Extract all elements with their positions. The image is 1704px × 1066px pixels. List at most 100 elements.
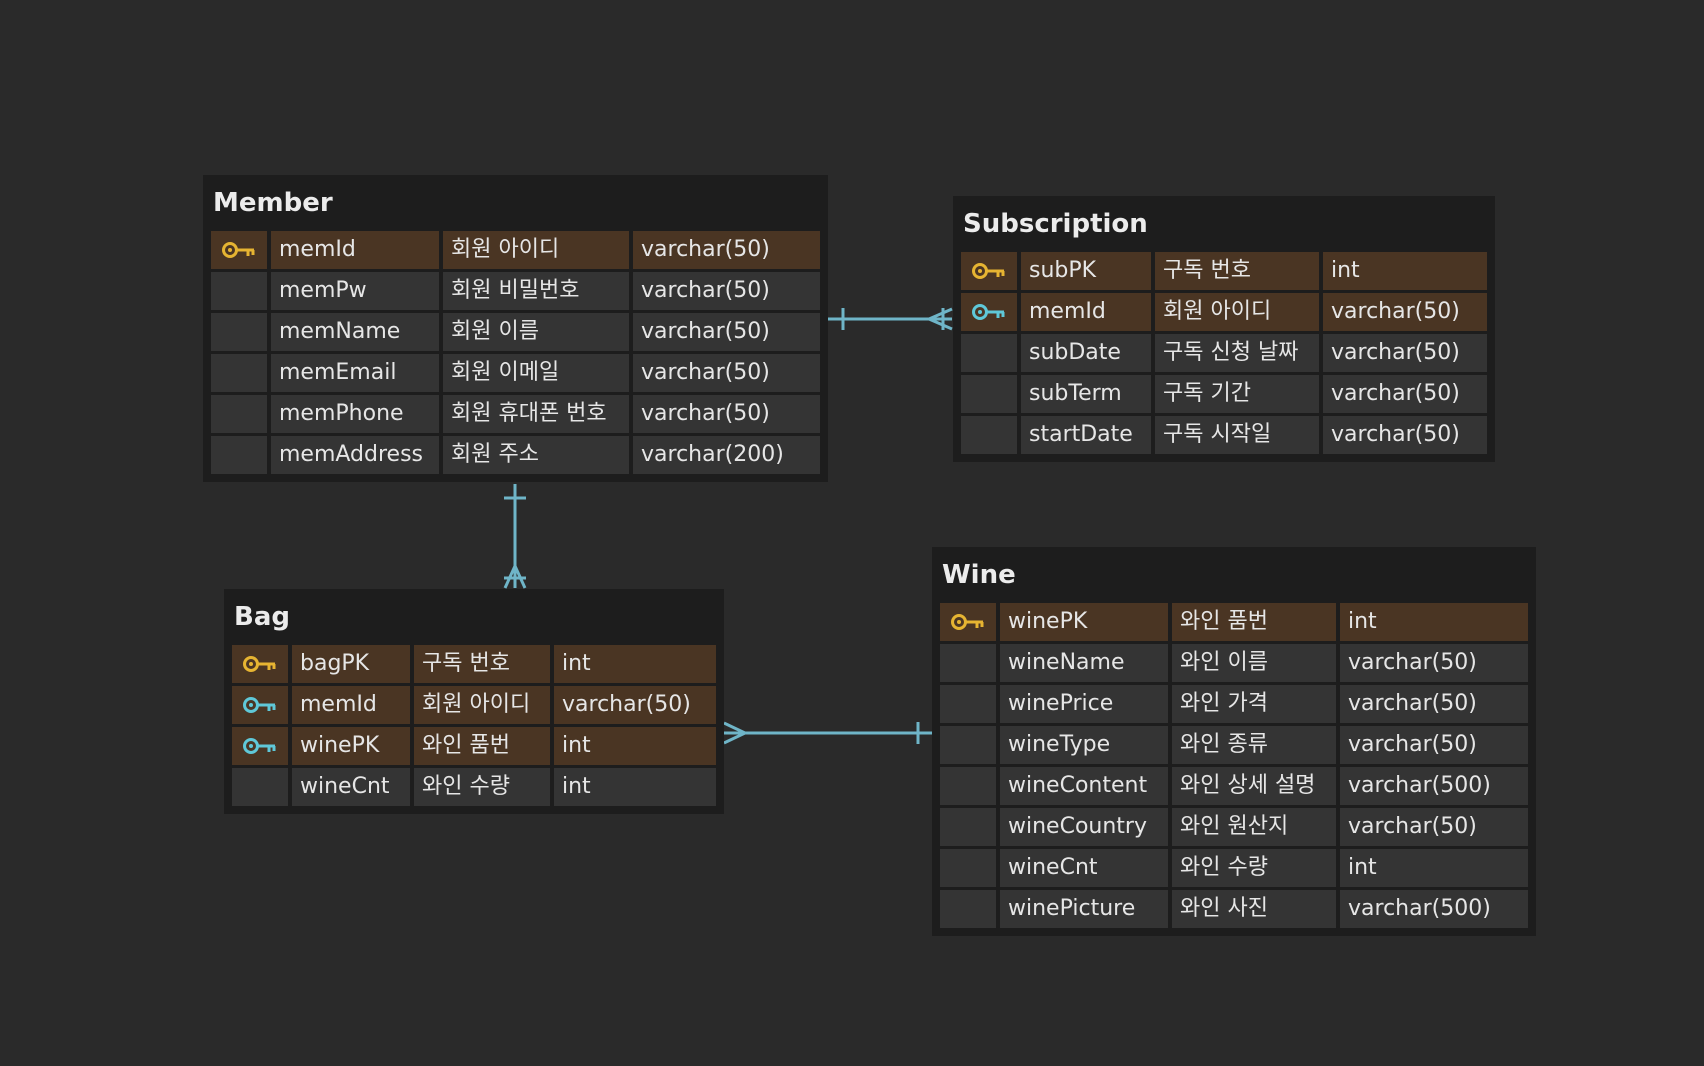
- key-cell: [232, 645, 288, 683]
- column-comment: 와인 원산지: [1172, 808, 1336, 846]
- column-name: wineCountry: [1000, 808, 1168, 846]
- column-name: wineCnt: [292, 768, 410, 806]
- column-comment: 구독 신청 날짜: [1155, 334, 1319, 372]
- column-name: memId: [1021, 293, 1151, 331]
- column-type: varchar(50): [633, 395, 820, 433]
- column-comment: 회원 아이디: [414, 686, 550, 724]
- column-type: varchar(50): [1323, 416, 1487, 454]
- column-name: startDate: [1021, 416, 1151, 454]
- key-cell: [940, 644, 996, 682]
- column-type: int: [554, 768, 716, 806]
- key-cell: [940, 890, 996, 928]
- column-type: int: [1340, 849, 1528, 887]
- column-type: varchar(50): [633, 231, 820, 269]
- column-name: winePrice: [1000, 685, 1168, 723]
- column-comment: 와인 품번: [1172, 603, 1336, 641]
- primary-key-icon: [242, 653, 278, 675]
- column-comment: 와인 상세 설명: [1172, 767, 1336, 805]
- key-cell: [940, 808, 996, 846]
- key-cell: [232, 686, 288, 724]
- column-name: memId: [292, 686, 410, 724]
- column-comment: 회원 아이디: [443, 231, 629, 269]
- column-type: varchar(50): [1323, 375, 1487, 413]
- column-name: wineContent: [1000, 767, 1168, 805]
- column-comment: 와인 품번: [414, 727, 550, 765]
- column-type: int: [1340, 603, 1528, 641]
- column-name: wineCnt: [1000, 849, 1168, 887]
- column-name: memPw: [271, 272, 439, 310]
- column-comment: 와인 수량: [414, 768, 550, 806]
- column-type: int: [554, 727, 716, 765]
- key-cell: [940, 685, 996, 723]
- table-title: Wine: [942, 560, 1016, 590]
- column-type: int: [1323, 252, 1487, 290]
- column-comment: 와인 가격: [1172, 685, 1336, 723]
- column-comment: 구독 번호: [414, 645, 550, 683]
- column-type: varchar(500): [1340, 767, 1528, 805]
- column-comment: 구독 기간: [1155, 375, 1319, 413]
- key-cell: [211, 231, 267, 269]
- column-type: varchar(200): [633, 436, 820, 474]
- column-comment: 와인 사진: [1172, 890, 1336, 928]
- table-title: Bag: [234, 602, 290, 632]
- column-name: winePK: [292, 727, 410, 765]
- key-cell: [211, 354, 267, 392]
- column-name: wineType: [1000, 726, 1168, 764]
- column-type: varchar(50): [633, 313, 820, 351]
- column-type: varchar(50): [1340, 685, 1528, 723]
- column-type: varchar(50): [554, 686, 716, 724]
- column-type: int: [554, 645, 716, 683]
- column-type: varchar(50): [633, 354, 820, 392]
- key-cell: [961, 293, 1017, 331]
- column-name: subPK: [1021, 252, 1151, 290]
- column-comment: 와인 종류: [1172, 726, 1336, 764]
- key-cell: [961, 375, 1017, 413]
- foreign-key-icon: [971, 301, 1007, 323]
- column-type: varchar(50): [1340, 726, 1528, 764]
- column-comment: 회원 아이디: [1155, 293, 1319, 331]
- key-cell: [232, 768, 288, 806]
- table-title: Subscription: [963, 209, 1148, 239]
- primary-key-icon: [950, 611, 986, 633]
- key-cell: [211, 313, 267, 351]
- foreign-key-icon: [242, 735, 278, 757]
- column-comment: 와인 수량: [1172, 849, 1336, 887]
- column-name: memAddress: [271, 436, 439, 474]
- column-comment: 회원 비밀번호: [443, 272, 629, 310]
- key-cell: [961, 252, 1017, 290]
- key-cell: [940, 767, 996, 805]
- column-type: varchar(50): [1340, 808, 1528, 846]
- foreign-key-icon: [242, 694, 278, 716]
- primary-key-icon: [221, 239, 257, 261]
- key-cell: [211, 436, 267, 474]
- column-name: subTerm: [1021, 375, 1151, 413]
